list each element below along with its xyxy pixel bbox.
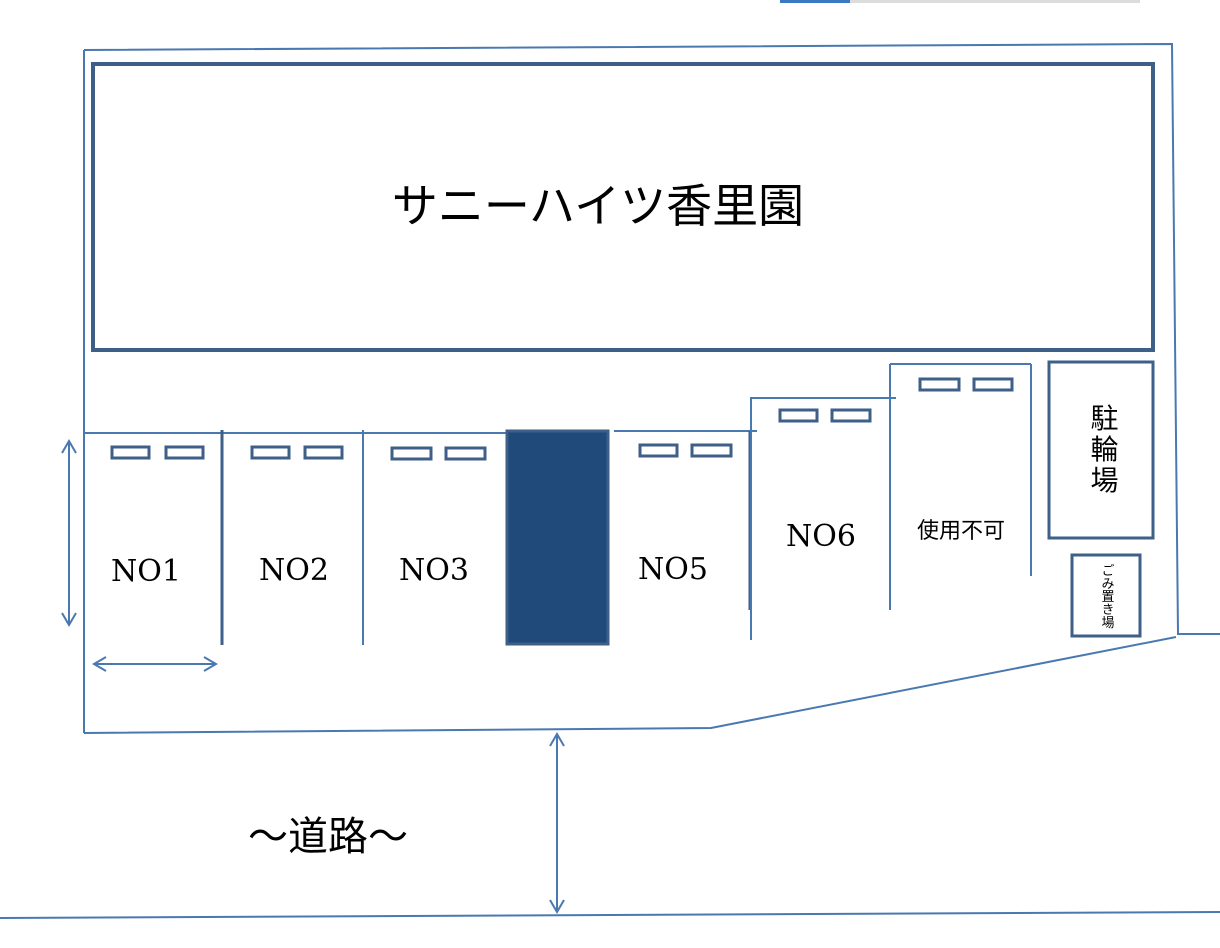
building: サニーハイツ香里園: [91, 62, 1155, 352]
slot-label-no1: NO1: [111, 554, 181, 589]
building-name: サニーハイツ香里園: [392, 179, 804, 233]
wheel-stop: [110, 445, 151, 460]
top-bar-track: [850, 0, 1140, 3]
wheel-stop: [918, 377, 961, 392]
property-boundary-bottom: [83, 636, 1177, 734]
wheel-stop: [390, 446, 433, 461]
bicycle-parking: 駐輪場: [1047, 360, 1155, 540]
wheel-stop: [830, 408, 872, 423]
garbage-area: ごみ置き場: [1070, 553, 1142, 638]
garbage-area-label: ごみ置き場: [1099, 564, 1115, 629]
road-width-arrow: [549, 732, 565, 914]
building-outline: [91, 62, 1155, 352]
property-boundary-top-right: [83, 42, 1220, 635]
top-bar-accent: [780, 0, 850, 3]
road-edge-line: [0, 911, 1220, 919]
wheel-stop: [972, 377, 1014, 392]
vertical-dimension-arrow: [61, 439, 77, 627]
bicycle-parking-label: 駐輪場: [1087, 403, 1120, 496]
slot-label-no5: NO5: [638, 552, 708, 587]
wheel-stop: [250, 445, 291, 460]
wheel-stop: [690, 443, 733, 458]
parking-area: NO1 NO2 NO3 NO5 NO6 使用不可: [83, 363, 1032, 646]
slot-label-no2: NO2: [259, 553, 329, 588]
bicycle-parking-box: [1047, 360, 1155, 540]
wheel-stop: [303, 445, 344, 460]
slot-label-no3: NO3: [399, 553, 469, 588]
wheel-stop: [164, 445, 205, 460]
slot-label-unusable: 使用不可: [917, 519, 1005, 544]
horizontal-dimension-arrow: [92, 656, 218, 672]
road-label: ～道路～: [248, 814, 408, 860]
wheel-stop: [444, 446, 487, 461]
slot-label-no6: NO6: [786, 519, 856, 554]
slot-4-occupied: [505, 429, 610, 646]
wheel-stop: [778, 408, 819, 423]
garbage-area-box: [1070, 553, 1142, 638]
wheel-stop: [638, 443, 679, 458]
